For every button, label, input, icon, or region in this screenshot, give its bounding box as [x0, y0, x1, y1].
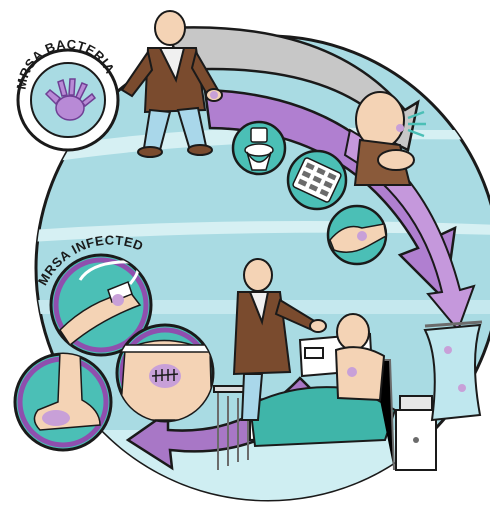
toilet-icon	[233, 122, 285, 174]
phone-keypad-icon	[288, 151, 346, 209]
infected-foot-icon	[15, 352, 111, 450]
mrsa-bacteria-badge: MRSA BACTERIA	[13, 36, 118, 150]
handshake-icon	[328, 206, 386, 264]
surgical-wound-icon	[117, 325, 213, 421]
